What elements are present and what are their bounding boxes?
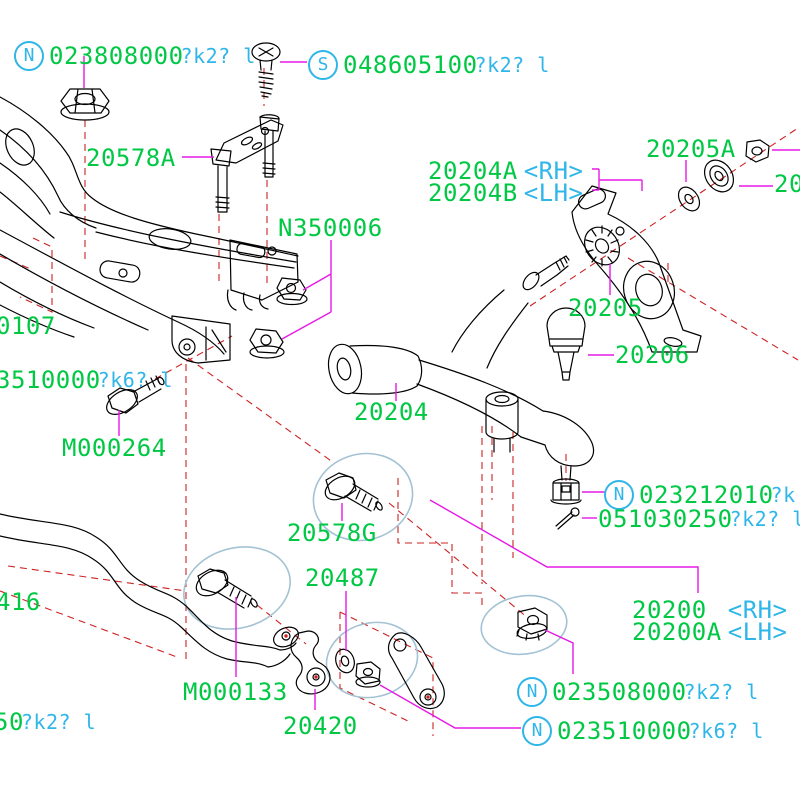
part-label-023808000: N 023808000 ?k2? l: [14, 41, 256, 71]
bracket-20578a-drawing: [210, 114, 284, 213]
n-circle-icon: N: [14, 41, 44, 71]
part-number: 20204: [354, 398, 429, 426]
part-label-20200a-lh: 20200A <LH>: [632, 620, 788, 644]
part-number: 3510000: [0, 366, 101, 394]
link-20487-drawing: [290, 630, 445, 710]
part-label-416: 416: [0, 590, 41, 614]
control-arm-20204-drawing: [327, 255, 595, 481]
n-circle-icon: N: [517, 677, 547, 707]
part-number: 20: [774, 170, 800, 198]
part-number: 0107: [0, 312, 56, 340]
part-number: 023808000: [49, 42, 184, 70]
part-label-20578g: 20578G: [287, 521, 377, 545]
qty-code: ?k6? l: [688, 719, 764, 743]
qty-code: ?k: [770, 483, 796, 507]
part-number: 20487: [305, 564, 380, 592]
qty-code: ?k2? l: [20, 710, 97, 734]
bolt-m000264-drawing: [106, 375, 165, 415]
part-number: 023508000: [552, 678, 687, 706]
part-label-20204b-lh: 20204B <LH>: [428, 181, 584, 205]
part-label-20206: 20206: [615, 343, 690, 367]
part-label-m000264: M000264: [62, 436, 167, 460]
part-number: 20200: [632, 596, 707, 624]
part-number: 051030250: [598, 505, 733, 533]
part-label-20578a: 20578A: [86, 146, 176, 170]
side-code: <RH>: [727, 596, 788, 624]
side-code: <LH>: [523, 179, 584, 207]
part-label-20205a: 20205A: [646, 137, 736, 161]
screw-048605100-drawing: [251, 42, 281, 98]
part-label-n350006: N350006: [278, 216, 383, 240]
part-label-023510000-left: 3510000 ?k6? l: [0, 368, 173, 392]
part-label-50: 50 ?k2? l: [0, 710, 96, 734]
highlight-link-20487: [325, 621, 419, 699]
top-right-nut-drawing: [745, 139, 770, 163]
part-number: 023212010: [639, 481, 774, 509]
flange-nuts-n350006-drawing: [249, 277, 308, 359]
washer-20205a-drawing: [703, 159, 735, 193]
part-number: 20200A: [632, 618, 722, 646]
part-label-023510000: N 023510000 ?k6? l: [522, 716, 764, 746]
part-label-right-edge: 20: [774, 172, 800, 196]
n-circle-icon: N: [522, 716, 552, 746]
n-circle-icon: N: [604, 480, 634, 510]
part-number: 20205A: [646, 135, 736, 163]
part-label-20420: 20420: [283, 714, 358, 738]
part-label-m000133: M000133: [183, 680, 288, 704]
projection-lines: [0, 68, 799, 736]
flange-nut-023808000-drawing: [60, 88, 110, 121]
part-number: M000133: [183, 678, 288, 706]
qty-code: ?k2? l: [474, 53, 550, 77]
part-label-20487: 20487: [305, 566, 380, 590]
part-number: 023510000: [557, 717, 692, 745]
bracket-20204ab-drawing: [571, 139, 770, 353]
hole-center-dots: [284, 634, 430, 699]
bolt-m000133-drawing: [195, 568, 258, 609]
part-label-051030250: 051030250 ?k2? l: [598, 507, 800, 531]
part-label-0107: 0107: [0, 314, 56, 338]
part-label-048605100: S 048605100 ?k2? l: [308, 50, 550, 80]
part-number: 20420: [283, 712, 358, 740]
qty-code: ?k2? l: [180, 44, 256, 68]
side-code: <LH>: [727, 618, 788, 646]
leader-lines: [83, 56, 800, 729]
part-number: 50: [0, 708, 24, 736]
qty-code: ?k2? l: [729, 507, 800, 531]
part-number: 20578G: [287, 519, 377, 547]
part-number: 20204B: [428, 179, 518, 207]
crossmember-drawing: [0, 96, 299, 364]
highlight-bolt-20578g: [312, 452, 414, 542]
part-number: N350006: [278, 214, 383, 242]
bolt-20578g-drawing: [324, 472, 383, 512]
s-circle-icon: S: [308, 50, 338, 80]
part-number: 20204A: [428, 157, 518, 185]
highlight-ellipses: [183, 452, 568, 699]
stud-nut-and-cotter-pin-drawing: [550, 478, 582, 530]
part-label-20200-rh: 20200 <RH>: [632, 598, 788, 622]
part-number: M000264: [62, 434, 167, 462]
part-number: 20206: [615, 341, 690, 369]
stabilizer-bar-drawing: [0, 513, 299, 668]
ball-joint-20206-drawing: [546, 307, 586, 381]
part-label-20204: 20204: [354, 400, 429, 424]
part-number: 20205: [568, 294, 643, 322]
highlight-bolt-m000133: [183, 546, 291, 630]
part-label-023212010: N 023212010 ?k: [604, 480, 796, 510]
part-number: 048605100: [343, 51, 478, 79]
qty-code: ?k2? l: [683, 680, 759, 704]
flange-nut-023508000-drawing: [516, 607, 548, 641]
part-label-20205: 20205: [568, 296, 643, 320]
highlight-nut-023508000: [480, 594, 568, 656]
part-number: 416: [0, 588, 41, 616]
part-number: 20578A: [86, 144, 176, 172]
qty-code: ?k6? l: [97, 368, 173, 392]
side-code: <RH>: [523, 157, 584, 185]
part-label-20204a-rh: 20204A <RH>: [428, 159, 584, 183]
part-label-023508000: N 023508000 ?k2? l: [517, 677, 759, 707]
cone-washer-drawing: [677, 186, 701, 212]
